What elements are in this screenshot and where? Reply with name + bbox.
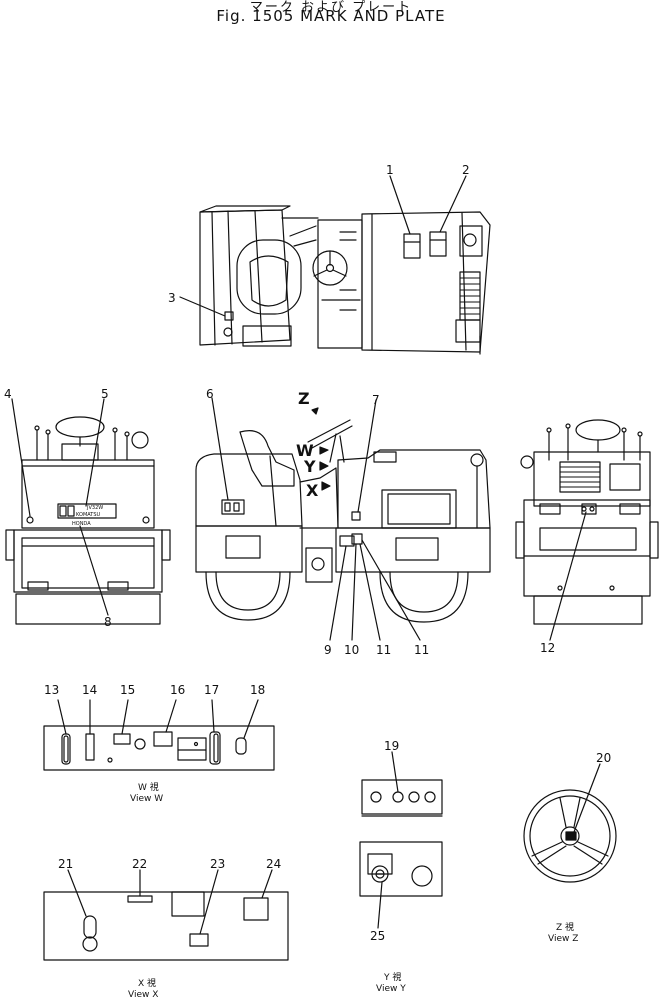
callout-25: 25: [370, 929, 385, 943]
view-letter-y: Y: [303, 457, 316, 476]
callout-11b: 11: [414, 643, 429, 657]
callout-9: 9: [324, 643, 332, 657]
view-letter-w: W: [296, 441, 314, 460]
callout-24: 24: [266, 857, 281, 871]
figure-title: Fig. 1505 MARK AND PLATE: [216, 7, 446, 25]
callout-10: 10: [344, 643, 359, 657]
plate-text-jv32w: JV32W: [86, 505, 103, 511]
side-view-machine: [195, 397, 491, 641]
callout-6: 6: [206, 387, 214, 401]
view-w-caption: View W: [130, 794, 163, 804]
view-letter-z: Z: [298, 389, 310, 408]
callout-7: 7: [372, 393, 380, 407]
callout-13: 13: [44, 683, 59, 697]
view-y-panels: [359, 751, 443, 929]
view-w-caption-jp: W 視: [138, 781, 159, 793]
view-x-caption: View X: [128, 990, 158, 999]
view-z-caption: View Z: [548, 934, 578, 944]
callout-16: 16: [170, 683, 185, 697]
callout-23: 23: [210, 857, 225, 871]
callout-21: 21: [58, 857, 73, 871]
view-x-caption-jp: X 視: [138, 977, 156, 989]
plate-text-komatsu: KOMATSU: [76, 512, 101, 518]
view-y-caption: View Y: [376, 984, 406, 994]
callout-22: 22: [132, 857, 147, 871]
view-z-caption-jp: Z 視: [556, 921, 574, 933]
view-w-panel: [43, 699, 275, 771]
view-letter-x: X: [306, 481, 319, 500]
callout-20: 20: [596, 751, 611, 765]
callout-2: 2: [462, 163, 470, 177]
callout-19: 19: [384, 739, 399, 753]
callout-18: 18: [250, 683, 265, 697]
figure-japanese-title: マーク および プレート: [249, 0, 413, 15]
callout-3: 3: [168, 291, 176, 305]
top-view-machine: [179, 175, 491, 355]
view-x-panel: [43, 869, 289, 961]
callout-12: 12: [540, 641, 555, 655]
callout-17: 17: [204, 683, 219, 697]
callout-5: 5: [101, 387, 109, 401]
view-y-caption-jp: Y 視: [383, 971, 401, 983]
front-view-machine: [515, 419, 659, 641]
callout-11a: 11: [376, 643, 391, 657]
callout-15: 15: [120, 683, 135, 697]
callout-4: 4: [4, 387, 12, 401]
callout-14: 14: [82, 683, 97, 697]
callout-8: 8: [104, 615, 112, 629]
rear-view-machine: [5, 398, 171, 625]
plate-text-honda: HONDA: [72, 521, 91, 527]
view-z-steering-wheel: [523, 763, 617, 883]
callout-1: 1: [386, 163, 394, 177]
